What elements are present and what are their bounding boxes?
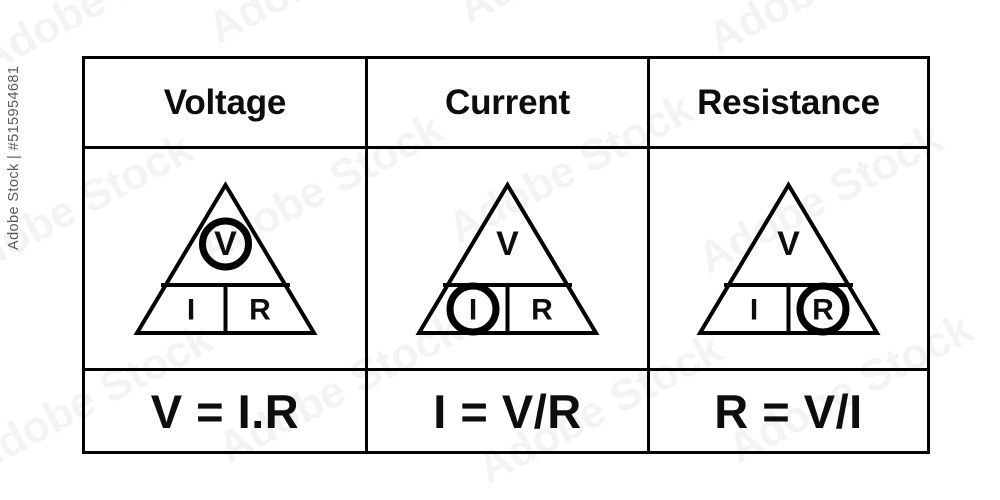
diagram-cell-current: V I R (365, 146, 650, 371)
triangle-symbol-bottom-left: I (469, 293, 477, 326)
column-header-label: Voltage (163, 83, 287, 122)
table-diagram-row: V I R V I R (82, 146, 930, 371)
highlight-circle-r (796, 282, 850, 335)
equation-cell-voltage: V = I.R (82, 368, 368, 454)
triangle-symbol-bottom-right: R (812, 293, 834, 326)
triangle-symbol-bottom-right: R (531, 293, 553, 326)
header-cell-resistance: Resistance (647, 56, 930, 149)
column-header-label: Current (445, 83, 570, 122)
triangle-symbol-top: V (496, 225, 519, 263)
diagram-cell-voltage: V I R (82, 146, 368, 371)
column-header-label: Resistance (697, 83, 880, 122)
highlight-circle-i (446, 282, 500, 335)
table-equation-row: V = I.R I = V/R R = V/I (82, 368, 930, 454)
diagram-wrapper: V I R (368, 149, 647, 368)
highlight-circle-v (198, 217, 252, 270)
equation-label: R = V/I (714, 384, 863, 438)
ohms-law-triangle-current: V I R (415, 180, 600, 335)
ohms-law-table: Voltage Current Resistance V (82, 56, 930, 454)
watermark-text: Adobe Stock (450, 0, 711, 34)
triangle-symbol-bottom-left: I (750, 293, 758, 326)
stock-credit-label: Adobe Stock | #515954681 (6, 65, 22, 250)
watermark-text: Adobe Stock (200, 0, 461, 54)
equation-cell-current: I = V/R (365, 368, 650, 454)
header-cell-current: Current (365, 56, 650, 149)
table-header-row: Voltage Current Resistance (82, 56, 930, 149)
triangle-symbol-bottom-right: R (249, 293, 271, 326)
triangle-symbol-top: V (777, 225, 800, 263)
triangle-symbol-bottom-left: I (186, 293, 194, 326)
diagram-cell-resistance: V I R (647, 146, 930, 371)
diagram-wrapper: V I R (85, 149, 365, 368)
equation-label: I = V/R (433, 384, 582, 438)
header-cell-voltage: Voltage (82, 56, 368, 149)
triangle-symbol-top: V (214, 225, 237, 263)
equation-cell-resistance: R = V/I (647, 368, 930, 454)
ohms-law-triangle-resistance: V I R (696, 180, 881, 335)
equation-label: V = I.R (150, 384, 300, 438)
ohms-law-triangle-voltage: V I R (132, 180, 318, 335)
watermark-text: Adobe Stock (700, 0, 961, 64)
diagram-wrapper: V I R (650, 149, 927, 368)
